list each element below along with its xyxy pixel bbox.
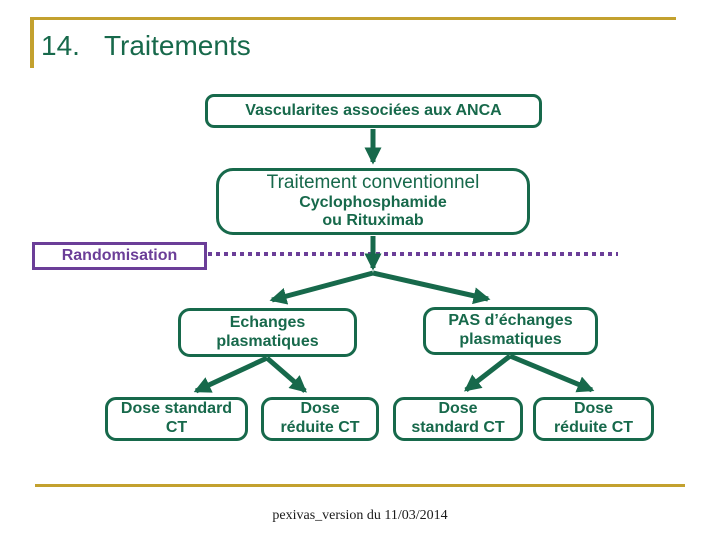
node-label-line2: Cyclophosphamide <box>299 193 447 211</box>
node-label-line2: CT <box>165 419 188 436</box>
arrow-pas-echanges-to-dose-reduite <box>509 353 595 393</box>
node-dose-reduite-ct-right: Dose réduite CT <box>533 397 654 441</box>
node-label-line1: Dose <box>573 400 614 418</box>
node-label-line1: Dose <box>438 400 478 418</box>
node-label-line1: Echanges <box>229 313 306 331</box>
node-dose-reduite-ct-left: Dose réduite CT <box>261 397 379 441</box>
slide-title: 14. Traitements <box>41 30 251 62</box>
arrow-echanges-to-dose-reduite <box>265 356 307 393</box>
node-label-line1: Dose standard <box>120 400 233 418</box>
node-label-line2: standard CT <box>411 419 505 436</box>
bottom-divider-line <box>35 484 685 487</box>
node-dose-standard-ct-left: Dose standard CT <box>105 397 248 441</box>
node-randomisation: Randomisation <box>32 242 207 270</box>
arrow-split-to-pas-echanges <box>372 270 491 305</box>
slide-title-text: Traitements <box>103 30 251 61</box>
node-echanges-plasmatiques: Echanges plasmatiques <box>178 308 357 357</box>
node-label-line2: réduite CT <box>553 419 634 436</box>
node-label: Vascularites associées aux ANCA <box>245 101 502 119</box>
title-accent-bar <box>30 17 34 68</box>
node-vascularites-anca: Vascularites associées aux ANCA <box>205 94 542 128</box>
slide-number: 14. <box>41 30 80 61</box>
node-label-line2: réduite CT <box>280 419 360 436</box>
arrow-pas-echanges-to-dose-standard <box>463 354 512 392</box>
arrow-split-to-echanges <box>269 270 374 305</box>
arrow-echanges-to-dose-standard <box>193 355 269 394</box>
node-label-line2: plasmatiques <box>216 332 319 350</box>
top-divider-line <box>30 17 676 20</box>
node-label-line1: Dose <box>300 400 340 418</box>
node-label: Randomisation <box>61 246 178 264</box>
node-dose-standard-ct-right: Dose standard CT <box>393 397 523 441</box>
slide-footer: pexivas_version du 11/03/2014 <box>272 508 448 523</box>
node-label-line2: plasmatiques <box>459 331 562 348</box>
node-traitement-conventionnel: Traitement conventionnel Cyclophosphamid… <box>216 168 530 235</box>
node-label-line1: PAS d’échanges <box>448 312 573 330</box>
node-pas-echanges-plasmatiques: PAS d’échanges plasmatiques <box>423 307 598 355</box>
node-label-line1: Traitement conventionnel <box>266 171 480 193</box>
node-label-line3: ou Rituximab <box>322 212 424 230</box>
